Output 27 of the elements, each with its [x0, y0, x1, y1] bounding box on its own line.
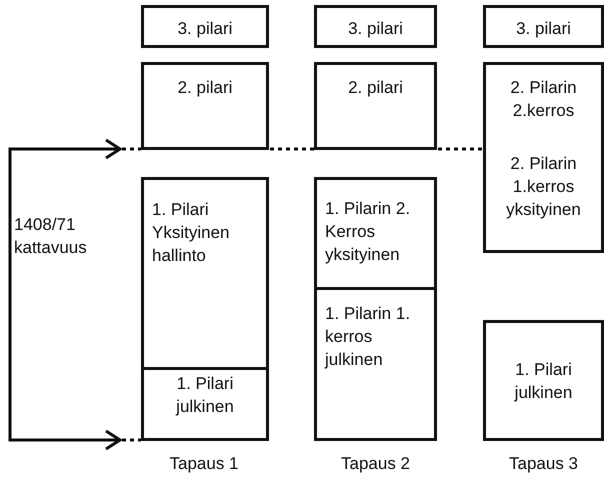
pillar-box — [141, 177, 269, 370]
box-text: 1. Pilarin 2. Kerros yksityinen — [325, 198, 412, 266]
pillar-box — [141, 370, 269, 441]
box-text: 3. pilari — [516, 18, 571, 40]
case-label: Tapaus 3 — [508, 453, 579, 475]
case-label: Tapaus 2 — [340, 453, 411, 475]
box-text: 1. Pilarin 1. kerros julkinen — [325, 303, 412, 371]
box-text: 1. Pilari julkinen — [174, 373, 235, 418]
pillar-box — [141, 62, 269, 150]
pillar-box — [314, 290, 437, 441]
pillar-box — [141, 5, 269, 48]
pillar-box — [483, 320, 604, 441]
pillar-box — [314, 5, 437, 48]
box-text: 2. pilari — [348, 77, 403, 99]
pillar-box — [314, 177, 437, 290]
box-text: 2. Pilarin 1.kerros yksityinen — [505, 153, 582, 221]
pillar-box — [483, 5, 604, 48]
box-text: 2. Pilarin 2.kerros — [509, 77, 578, 122]
box-text: 3. pilari — [348, 18, 403, 40]
box-text: 3. pilari — [178, 18, 232, 40]
pillar-box — [483, 62, 604, 253]
box-text: 2. pilari — [178, 77, 232, 99]
coverage-label: 1408/71 kattavuus — [14, 214, 88, 259]
case-label: Tapaus 1 — [168, 453, 240, 475]
box-text: 1. Pilari Yksityinen hallinto — [152, 199, 230, 267]
pillar-box — [314, 62, 437, 150]
box-text: 1. Pilari julkinen — [513, 358, 574, 404]
